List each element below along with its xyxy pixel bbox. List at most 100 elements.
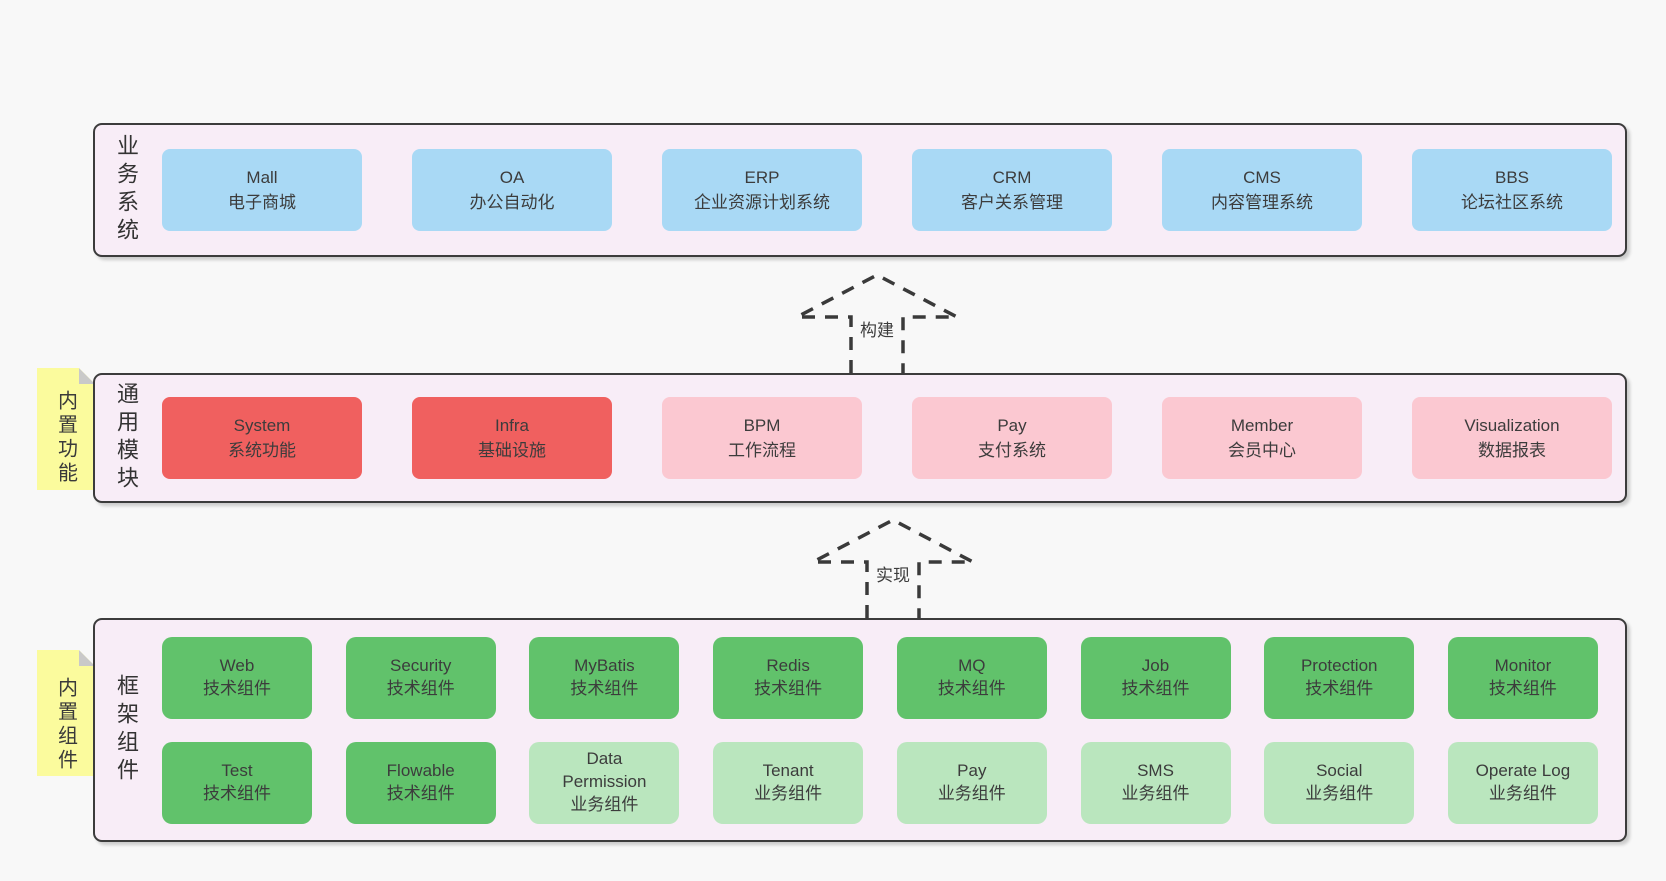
arrow-label: 构建 <box>856 315 898 342</box>
dashed-up-arrow-icon <box>812 518 974 618</box>
module-name: SMS <box>1137 760 1174 780</box>
module-subtitle: 企业资源计划系统 <box>694 193 830 212</box>
module-name: MyBatis <box>574 655 635 675</box>
module-subtitle: 业务组件 <box>1488 783 1557 803</box>
box-data-permission: Data Permission 业务组件 <box>529 741 680 824</box>
module-name: Data Permission <box>562 749 647 792</box>
box-tenant: Tenant 业务组件 <box>713 741 864 824</box>
module-name: Member <box>1230 415 1294 435</box>
module-name: Security <box>389 655 452 675</box>
module-subtitle: 系统功能 <box>228 441 296 460</box>
box-mq: MQ 技术组件 <box>896 636 1047 719</box>
band-common-modules: 通用模块 System 系统功能 Infra 基础设施 BPM 工作流程 Pay… <box>93 373 1627 503</box>
box-infra: Infra 基础设施 <box>412 397 612 479</box>
module-subtitle: 业务组件 <box>937 783 1006 803</box>
band-business-systems: 业务系统 Mall 电子商城 OA 办公自动化 ERP 企业资源计划系统 CRM… <box>93 123 1627 257</box>
module-name: System <box>233 415 291 435</box>
arrow-up-build: 构建 <box>794 273 960 373</box>
module-name: BPM <box>743 415 781 435</box>
arrow-up-implement: 实现 <box>810 518 976 618</box>
box-operate-log: Operate Log 业务组件 <box>1447 741 1598 824</box>
band-framework-components: 框架组件 Web 技术组件 Security 技术组件 MyBatis 技术组件… <box>93 618 1627 842</box>
band-label: 业务系统 <box>114 134 139 246</box>
module-subtitle: 办公自动化 <box>469 193 555 212</box>
box-bbs: BBS 论坛社区系统 <box>1412 149 1612 231</box>
module-name: Job <box>1141 655 1170 675</box>
module-subtitle: 业务组件 <box>754 783 823 803</box>
module-subtitle: 技术组件 <box>1121 678 1190 698</box>
module-subtitle: 内容管理系统 <box>1211 193 1313 212</box>
module-name: Pay <box>997 415 1027 435</box>
module-subtitle: 技术组件 <box>386 678 455 698</box>
module-name: Mall <box>246 167 278 187</box>
box-mall: Mall 电子商城 <box>162 149 362 231</box>
box-job: Job 技术组件 <box>1080 636 1231 719</box>
box-pay: Pay 支付系统 <box>912 397 1112 479</box>
box-test: Test 技术组件 <box>162 741 312 824</box>
module-subtitle: 技术组件 <box>937 678 1006 698</box>
module-subtitle: 工作流程 <box>728 441 796 460</box>
module-subtitle: 业务组件 <box>1121 783 1190 803</box>
box-crm: CRM 客户关系管理 <box>912 149 1112 231</box>
band-boxes: System 系统功能 Infra 基础设施 BPM 工作流程 Pay 支付系统… <box>142 397 1625 479</box>
module-name: Flowable <box>386 760 455 780</box>
band-label: 框架组件 <box>114 674 139 786</box>
module-subtitle: 技术组件 <box>1305 678 1374 698</box>
module-name: Monitor <box>1494 655 1552 675</box>
module-name: CMS <box>1243 167 1281 187</box>
module-name: CRM <box>992 167 1032 187</box>
box-redis: Redis 技术组件 <box>713 636 864 719</box>
sticky-note-builtin-features: 内置功能 <box>37 368 95 490</box>
module-name: Test <box>221 760 253 780</box>
module-subtitle: 技术组件 <box>754 678 823 698</box>
module-subtitle: 技术组件 <box>203 678 271 698</box>
band-label: 通用模块 <box>114 382 139 494</box>
module-name: MQ <box>958 655 986 675</box>
module-subtitle: 业务组件 <box>1305 783 1374 803</box>
module-subtitle: 基础设施 <box>478 441 546 460</box>
box-protection: Protection 技术组件 <box>1264 636 1415 719</box>
box-flowable: Flowable 技术组件 <box>345 741 496 824</box>
module-name: Redis <box>766 655 810 675</box>
box-erp: ERP 企业资源计划系统 <box>662 149 862 231</box>
box-bpm: BPM 工作流程 <box>662 397 862 479</box>
module-subtitle: 技术组件 <box>386 783 455 803</box>
dashed-up-arrow-icon <box>796 273 958 373</box>
module-name: Operate Log <box>1475 760 1571 780</box>
module-name: BBS <box>1494 167 1530 187</box>
module-subtitle: 支付系统 <box>978 441 1046 460</box>
module-name: Web <box>219 655 255 675</box>
box-oa: OA 办公自动化 <box>412 149 612 231</box>
module-name: Visualization <box>1464 415 1560 435</box>
module-subtitle: 电子商城 <box>228 193 296 212</box>
box-mybatis: MyBatis 技术组件 <box>529 636 680 719</box>
band-boxes: Web 技术组件 Security 技术组件 MyBatis 技术组件 Redi… <box>142 636 1625 824</box>
module-subtitle: 技术组件 <box>1488 678 1557 698</box>
module-subtitle: 客户关系管理 <box>961 193 1063 212</box>
sticky-note-text: 内置组件 <box>54 677 77 773</box>
box-pay-biz: Pay 业务组件 <box>896 741 1047 824</box>
box-monitor: Monitor 技术组件 <box>1447 636 1598 719</box>
module-subtitle: 业务组件 <box>570 794 639 814</box>
arrow-label: 实现 <box>872 560 914 587</box>
module-name: OA <box>499 167 525 187</box>
module-subtitle: 技术组件 <box>570 678 639 698</box>
module-name: Tenant <box>762 760 814 780</box>
sticky-note-text: 内置功能 <box>54 390 77 486</box>
box-cms: CMS 内容管理系统 <box>1162 149 1362 231</box>
sticky-note-builtin-components: 内置组件 <box>37 650 95 776</box>
module-subtitle: 论坛社区系统 <box>1461 193 1563 212</box>
box-system: System 系统功能 <box>162 397 362 479</box>
box-social: Social 业务组件 <box>1264 741 1415 824</box>
module-subtitle: 会员中心 <box>1228 441 1296 460</box>
module-name: Infra <box>494 415 530 435</box>
band-boxes: Mall 电子商城 OA 办公自动化 ERP 企业资源计划系统 CRM 客户关系… <box>142 149 1625 231</box>
module-subtitle: 技术组件 <box>203 783 271 803</box>
box-web: Web 技术组件 <box>162 636 312 719</box>
box-member: Member 会员中心 <box>1162 397 1362 479</box>
box-security: Security 技术组件 <box>345 636 496 719</box>
module-name: Social <box>1316 760 1363 780</box>
box-sms: SMS 业务组件 <box>1080 741 1231 824</box>
box-visualization: Visualization 数据报表 <box>1412 397 1612 479</box>
